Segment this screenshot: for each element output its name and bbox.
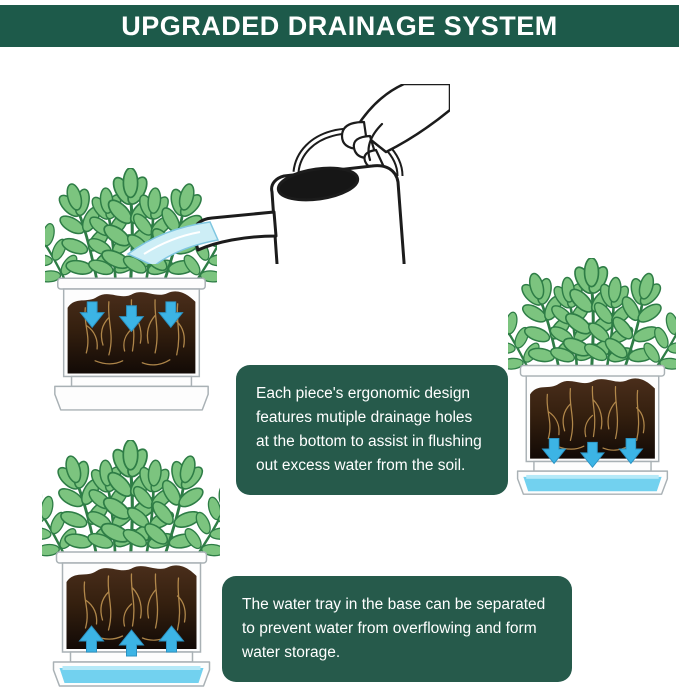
pot — [516, 364, 669, 495]
watering-can-illustration — [120, 82, 452, 298]
can-opening — [276, 166, 360, 202]
planter-drainage-illustration — [508, 258, 676, 498]
pouring-water-stream — [126, 221, 220, 267]
hand-holding-can — [340, 82, 452, 170]
callout-drainage-holes: Each piece's ergonomic design features m… — [236, 365, 508, 496]
can-body — [270, 164, 406, 298]
callout-drainage-text: Each piece's ergonomic design features m… — [256, 385, 482, 475]
header-banner: UPGRADED DRAINAGE SYSTEM — [0, 5, 679, 47]
planter-water-storage-illustration — [42, 440, 220, 690]
pot — [52, 551, 211, 687]
tray-water — [523, 474, 662, 492]
page-title: UPGRADED DRAINAGE SYSTEM — [121, 10, 558, 41]
callout-water-tray: The water tray in the base can be separa… — [222, 576, 572, 683]
callout-water-tray-text: The water tray in the base can be separa… — [242, 596, 546, 662]
storage-arrows-up-icon — [79, 625, 184, 657]
tray-water — [59, 666, 204, 683]
pot — [54, 277, 209, 411]
